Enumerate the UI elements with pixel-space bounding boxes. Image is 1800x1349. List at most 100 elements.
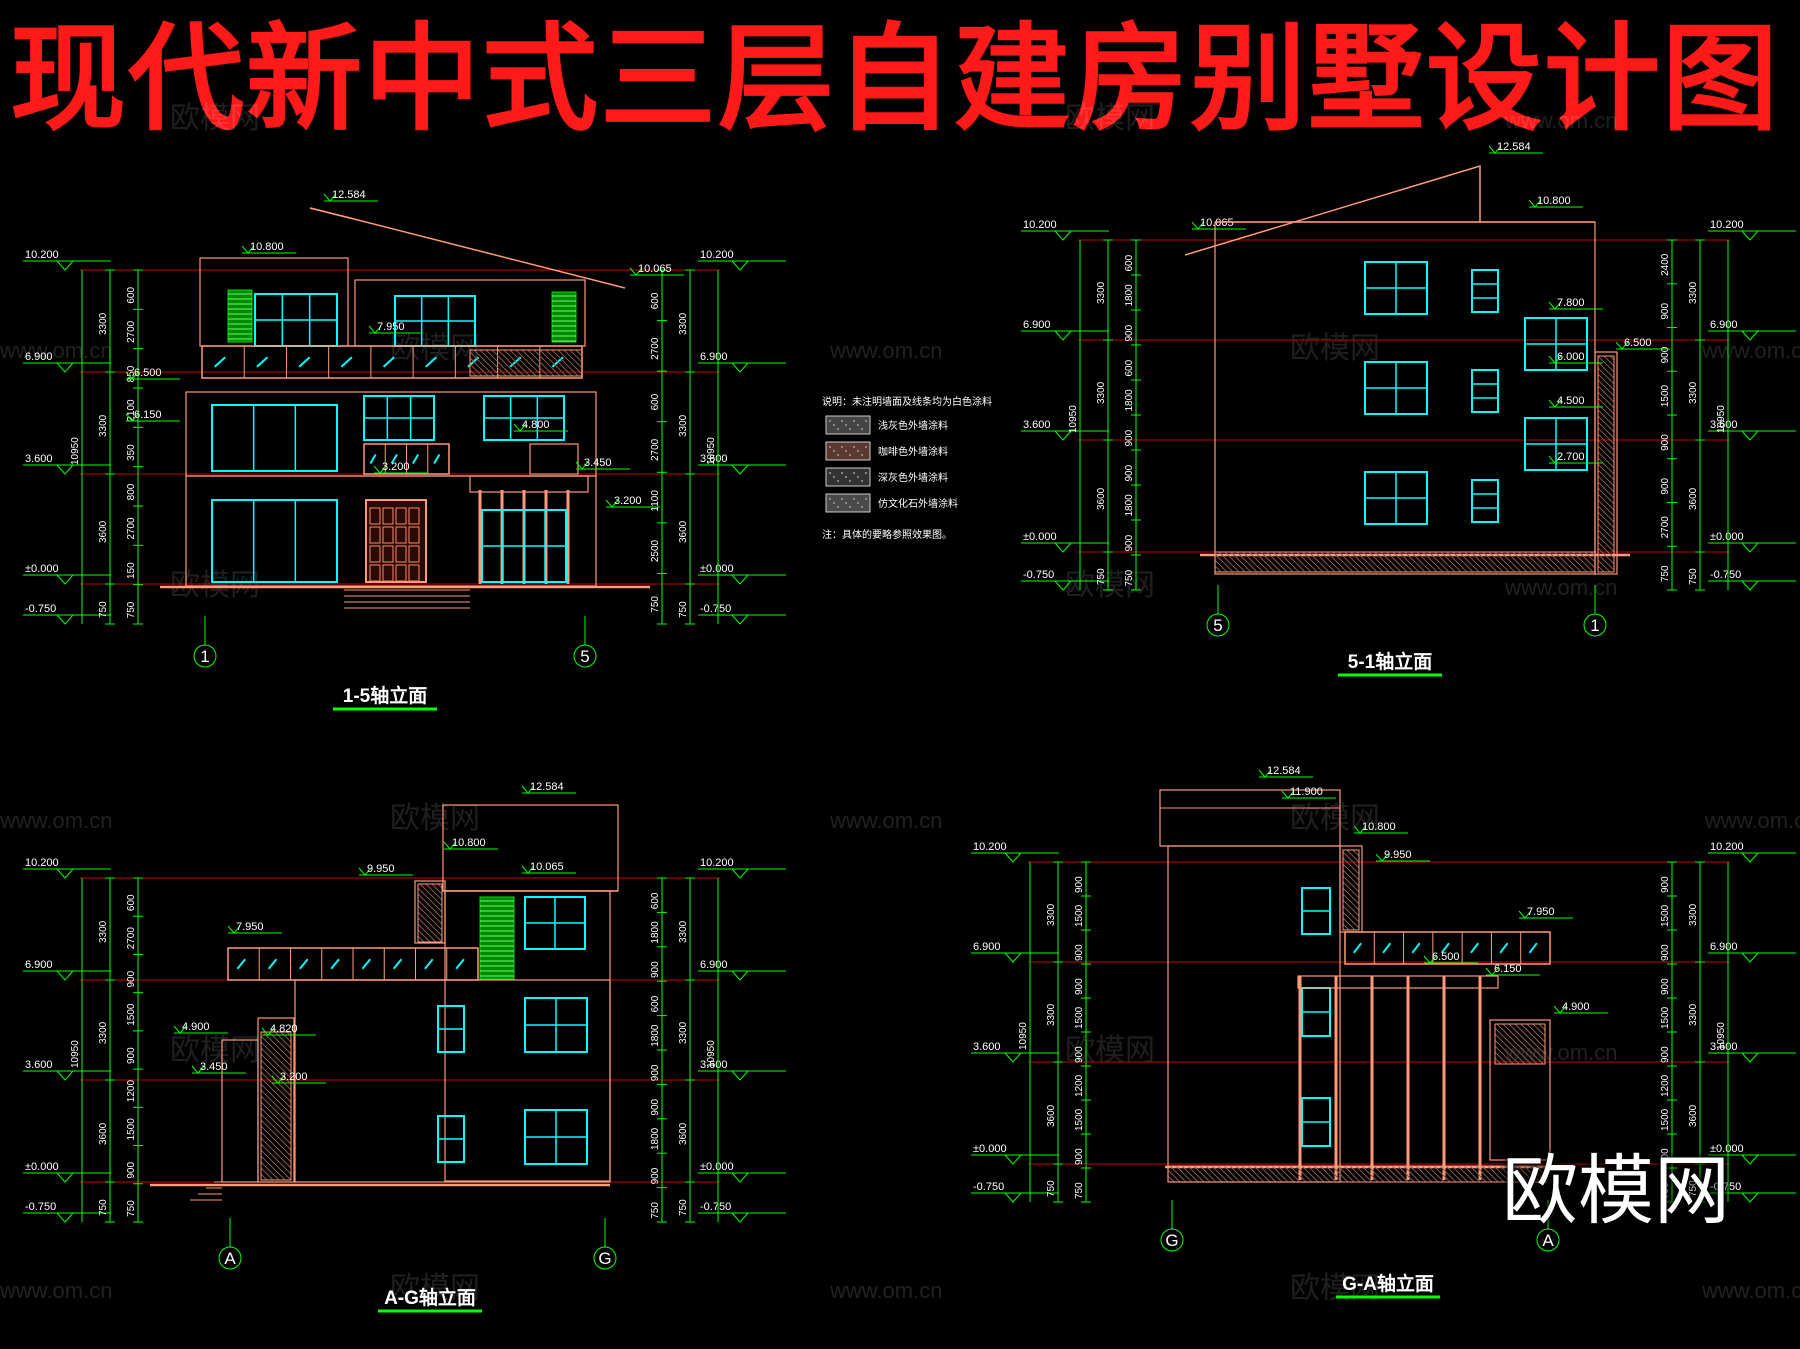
- height-tag: 4.900: [182, 1021, 210, 1033]
- legend-speckle: [833, 450, 835, 452]
- dim-total-left: 10950: [70, 1040, 81, 1068]
- hatch-line: [1458, 551, 1480, 573]
- hatch-line: [1597, 373, 1615, 391]
- tag-triangle: [1485, 967, 1499, 976]
- hatch-line: [1320, 551, 1342, 573]
- elevation-right: 3.600: [1710, 1041, 1738, 1053]
- watermark-layer: www.om.cnwww.om.cnwww.om.cnwww.om.cnwww.…: [0, 102, 1800, 1305]
- height-tag: 4.800: [522, 419, 550, 431]
- dim-left-inner-text: 900: [126, 970, 137, 987]
- dim-left-outer-text: 3600: [98, 520, 109, 543]
- hatch-line: [1597, 553, 1615, 571]
- glass-glint: [236, 958, 246, 970]
- tag-triangle: [1548, 455, 1562, 464]
- axis-label: 1: [200, 647, 209, 666]
- level-triangle: [56, 464, 74, 475]
- hatch-line: [491, 349, 519, 377]
- hatch-line: [260, 1173, 268, 1181]
- dim-left-inner-text: 900: [1124, 534, 1135, 551]
- hatch-line: [1603, 355, 1615, 367]
- tag-triangle: [323, 193, 337, 202]
- elevation-right: 10.200: [700, 857, 734, 869]
- brand-watermark: 欧模网: [390, 802, 480, 835]
- dim-right-inner-text: 600: [650, 892, 661, 909]
- hatch-line: [1248, 551, 1270, 573]
- dim-right-inner-text: 2500: [650, 539, 661, 562]
- height-tag: 10.800: [250, 241, 284, 253]
- hatch-line: [1445, 1165, 1463, 1183]
- hatch-line: [1597, 481, 1615, 499]
- dim-left-outer-text: 3300: [1046, 903, 1057, 926]
- hatch-line: [260, 1035, 292, 1067]
- height-tag: 9.950: [367, 863, 395, 875]
- hatch-line: [1560, 551, 1582, 573]
- hatch-line: [1584, 551, 1596, 563]
- hatch-line: [260, 1125, 292, 1157]
- hatch-line: [1272, 551, 1294, 573]
- tag-triangle: [1548, 355, 1562, 364]
- dim-right-inner-text: 1800: [650, 1024, 661, 1047]
- glass-glint: [1528, 942, 1538, 954]
- door-lattice: [395, 545, 407, 563]
- dim-right-outer-text: 3300: [1688, 903, 1699, 926]
- door-lattice: [408, 526, 420, 544]
- height-tag: 10.800: [1362, 821, 1396, 833]
- dim-right-inner-text: 600: [650, 995, 661, 1012]
- hatch-line: [260, 1137, 292, 1169]
- tag-triangle: [1615, 341, 1629, 350]
- dim-right-outer-text: 3600: [1688, 1104, 1699, 1127]
- hatch-line: [260, 1071, 292, 1103]
- hatch-line: [260, 1161, 280, 1181]
- grey-stone-panel: [469, 349, 583, 377]
- level-triangle: [1054, 580, 1072, 591]
- tag-triangle: [1191, 221, 1205, 230]
- level-triangle: [1741, 1192, 1759, 1203]
- elevation-right: -0.750: [700, 603, 731, 615]
- level-triangle: [56, 1070, 74, 1081]
- hatch-outline: [260, 1031, 292, 1181]
- hatch-line: [1572, 551, 1594, 573]
- hatch-line: [1265, 1165, 1283, 1183]
- door-lattice: [369, 564, 381, 582]
- dim-right-outer-text: 750: [678, 1199, 689, 1216]
- hatch-line: [417, 899, 443, 925]
- dim-right-inner-text: 900: [650, 1064, 661, 1081]
- hatch-line: [260, 1083, 292, 1115]
- tag-triangle: [1488, 145, 1502, 154]
- elevation-right: -0.750: [1710, 569, 1741, 581]
- hatch-line: [1481, 1165, 1499, 1183]
- glass-glint: [390, 453, 398, 465]
- hatch-line: [1404, 551, 1426, 573]
- dim-total-left: 10950: [1018, 1022, 1029, 1050]
- height-tag: 7.950: [1527, 906, 1555, 918]
- dim-total-right: 10950: [706, 1040, 717, 1068]
- site-watermark: www.om.cn: [0, 808, 112, 833]
- tag-triangle: [1281, 790, 1295, 799]
- hatch-line: [473, 349, 501, 377]
- legend-speckle: [853, 472, 855, 474]
- dim-left-inner-text: 600: [1124, 254, 1135, 271]
- height-tag: 4.500: [1557, 395, 1585, 407]
- door-lattice: [382, 526, 394, 544]
- hatch-line: [425, 883, 443, 901]
- dim-left-inner-text: 600: [1124, 359, 1135, 376]
- hatch-line: [1367, 1165, 1385, 1183]
- hatch-line: [469, 357, 489, 377]
- hatch-line: [1342, 917, 1356, 931]
- tag-triangle: [1548, 301, 1562, 310]
- legend-speckle: [849, 428, 851, 430]
- height-tag: 10.065: [530, 861, 564, 873]
- hatch-line: [1211, 1165, 1229, 1183]
- glass-glint: [1352, 942, 1362, 954]
- hatch-line: [1494, 1033, 1526, 1065]
- hatch-line: [1554, 551, 1576, 573]
- hatch-line: [1214, 565, 1222, 573]
- hatch-line: [1482, 551, 1504, 573]
- dim-left-inner-text: 900: [1074, 876, 1085, 893]
- height-tag: 2.700: [1557, 451, 1585, 463]
- dim-right-inner-text: 1100: [650, 490, 661, 512]
- hatch-line: [1416, 551, 1438, 573]
- hatch-line: [1536, 551, 1558, 573]
- level-triangle: [731, 260, 749, 271]
